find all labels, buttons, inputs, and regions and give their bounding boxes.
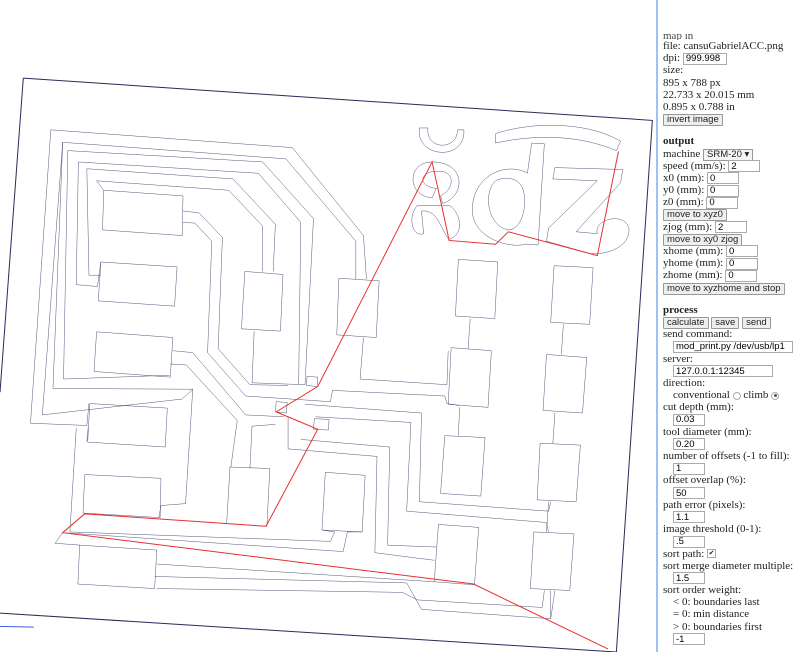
process-title: process <box>663 303 698 316</box>
cut-depth-label: cut depth (mm): <box>663 401 734 414</box>
toolpath-canvas[interactable] <box>0 60 660 652</box>
tool-diameter-input[interactable] <box>673 438 705 451</box>
pads <box>77 190 594 591</box>
cut-depth-input[interactable] <box>673 413 705 426</box>
move-to-xyzhome-button[interactable]: move to xyzhome and stop <box>663 282 785 295</box>
z0-input[interactable] <box>706 196 739 209</box>
order-weight-label: sort order weight: <box>663 584 742 597</box>
machine-label: machine <box>663 147 701 160</box>
tool-diameter-label: tool diameter (mm): <box>663 425 752 438</box>
send-button[interactable]: send <box>742 316 771 329</box>
move-to-xy0-zjog-button[interactable]: move to xy0 zjog <box>663 233 743 246</box>
y0-label: y0 (mm): <box>663 184 705 197</box>
offsets-label: number of offsets (-1 to fill): <box>663 450 790 462</box>
path-error-label: path error (pixels): <box>663 498 746 511</box>
dpi-label: dpi: <box>663 52 681 65</box>
conventional-radio[interactable] <box>732 391 741 400</box>
yhome-input[interactable] <box>725 257 758 270</box>
size-mm: 22.733 x 20.015 mm <box>663 88 755 101</box>
dpi-input[interactable] <box>682 52 727 65</box>
traces <box>30 129 564 619</box>
file-label: file: cansuGabrielACC.png <box>663 40 784 52</box>
zjog-input[interactable] <box>714 221 747 234</box>
rapid-moves <box>63 151 619 649</box>
x0-input[interactable] <box>707 172 739 185</box>
yhome-label: yhome (mm): <box>663 257 724 270</box>
climb-label: climb <box>743 389 769 402</box>
offsets-input[interactable] <box>673 462 705 475</box>
overlap-label: offset overlap (%): <box>663 474 746 487</box>
board-outline <box>0 78 652 652</box>
size-label: size: <box>663 64 684 77</box>
x0-label: x0 (mm): <box>663 171 705 184</box>
order-eq-note: = 0: min distance <box>673 608 750 621</box>
map-in-title: map in <box>663 34 694 40</box>
order-gt-note: > 0: boundaries first <box>673 620 762 633</box>
save-button[interactable]: save <box>711 316 740 329</box>
size-in: 0.895 x 0.788 in <box>663 100 735 113</box>
y0-input[interactable] <box>707 184 739 197</box>
size-px: 895 x 788 px <box>663 76 721 89</box>
axis-indicator <box>0 626 34 627</box>
machine-select[interactable]: SRM-20 ▾ <box>703 148 754 161</box>
xhome-label: xhome (mm): <box>663 245 724 257</box>
output-title: output <box>663 135 695 148</box>
speed-input[interactable] <box>728 160 761 173</box>
sort-path-checkbox[interactable]: ✔ <box>707 549 716 559</box>
order-weight-input[interactable] <box>673 633 705 646</box>
move-to-xyz0-button[interactable]: move to xyz0 <box>663 209 727 222</box>
merge-input[interactable] <box>673 572 705 585</box>
sort-path-label: sort path: <box>663 547 705 560</box>
climb-radio[interactable] <box>771 391 780 400</box>
calculate-button[interactable]: calculate <box>663 316 709 329</box>
server-input[interactable] <box>673 365 773 378</box>
speed-label: speed (mm/s): <box>663 159 726 172</box>
zhome-label: zhome (mm): <box>663 269 723 282</box>
logo-letters-acc-dz <box>411 125 630 255</box>
merge-label: sort merge diameter multiple: <box>663 559 794 572</box>
threshold-input[interactable] <box>673 535 705 548</box>
order-lt-note: < 0: boundaries last <box>673 596 760 609</box>
send-command-input[interactable] <box>673 340 793 353</box>
server-label: server: <box>663 352 693 365</box>
direction-label: direction: <box>663 376 706 389</box>
conventional-label: conventional <box>673 389 730 402</box>
z0-label: z0 (mm): <box>663 196 704 209</box>
overlap-input[interactable] <box>673 487 705 500</box>
xhome-input[interactable] <box>725 245 758 258</box>
zjog-label: zjog (mm): <box>663 220 713 233</box>
zhome-input[interactable] <box>725 269 758 282</box>
send-command-label: send command: <box>663 328 733 341</box>
settings-panel: map in file: cansuGabrielACC.png dpi: si… <box>656 0 800 652</box>
threshold-label: image threshold (0-1): <box>663 523 762 536</box>
invert-image-button[interactable]: invert image <box>663 114 723 127</box>
path-error-input[interactable] <box>673 511 705 524</box>
